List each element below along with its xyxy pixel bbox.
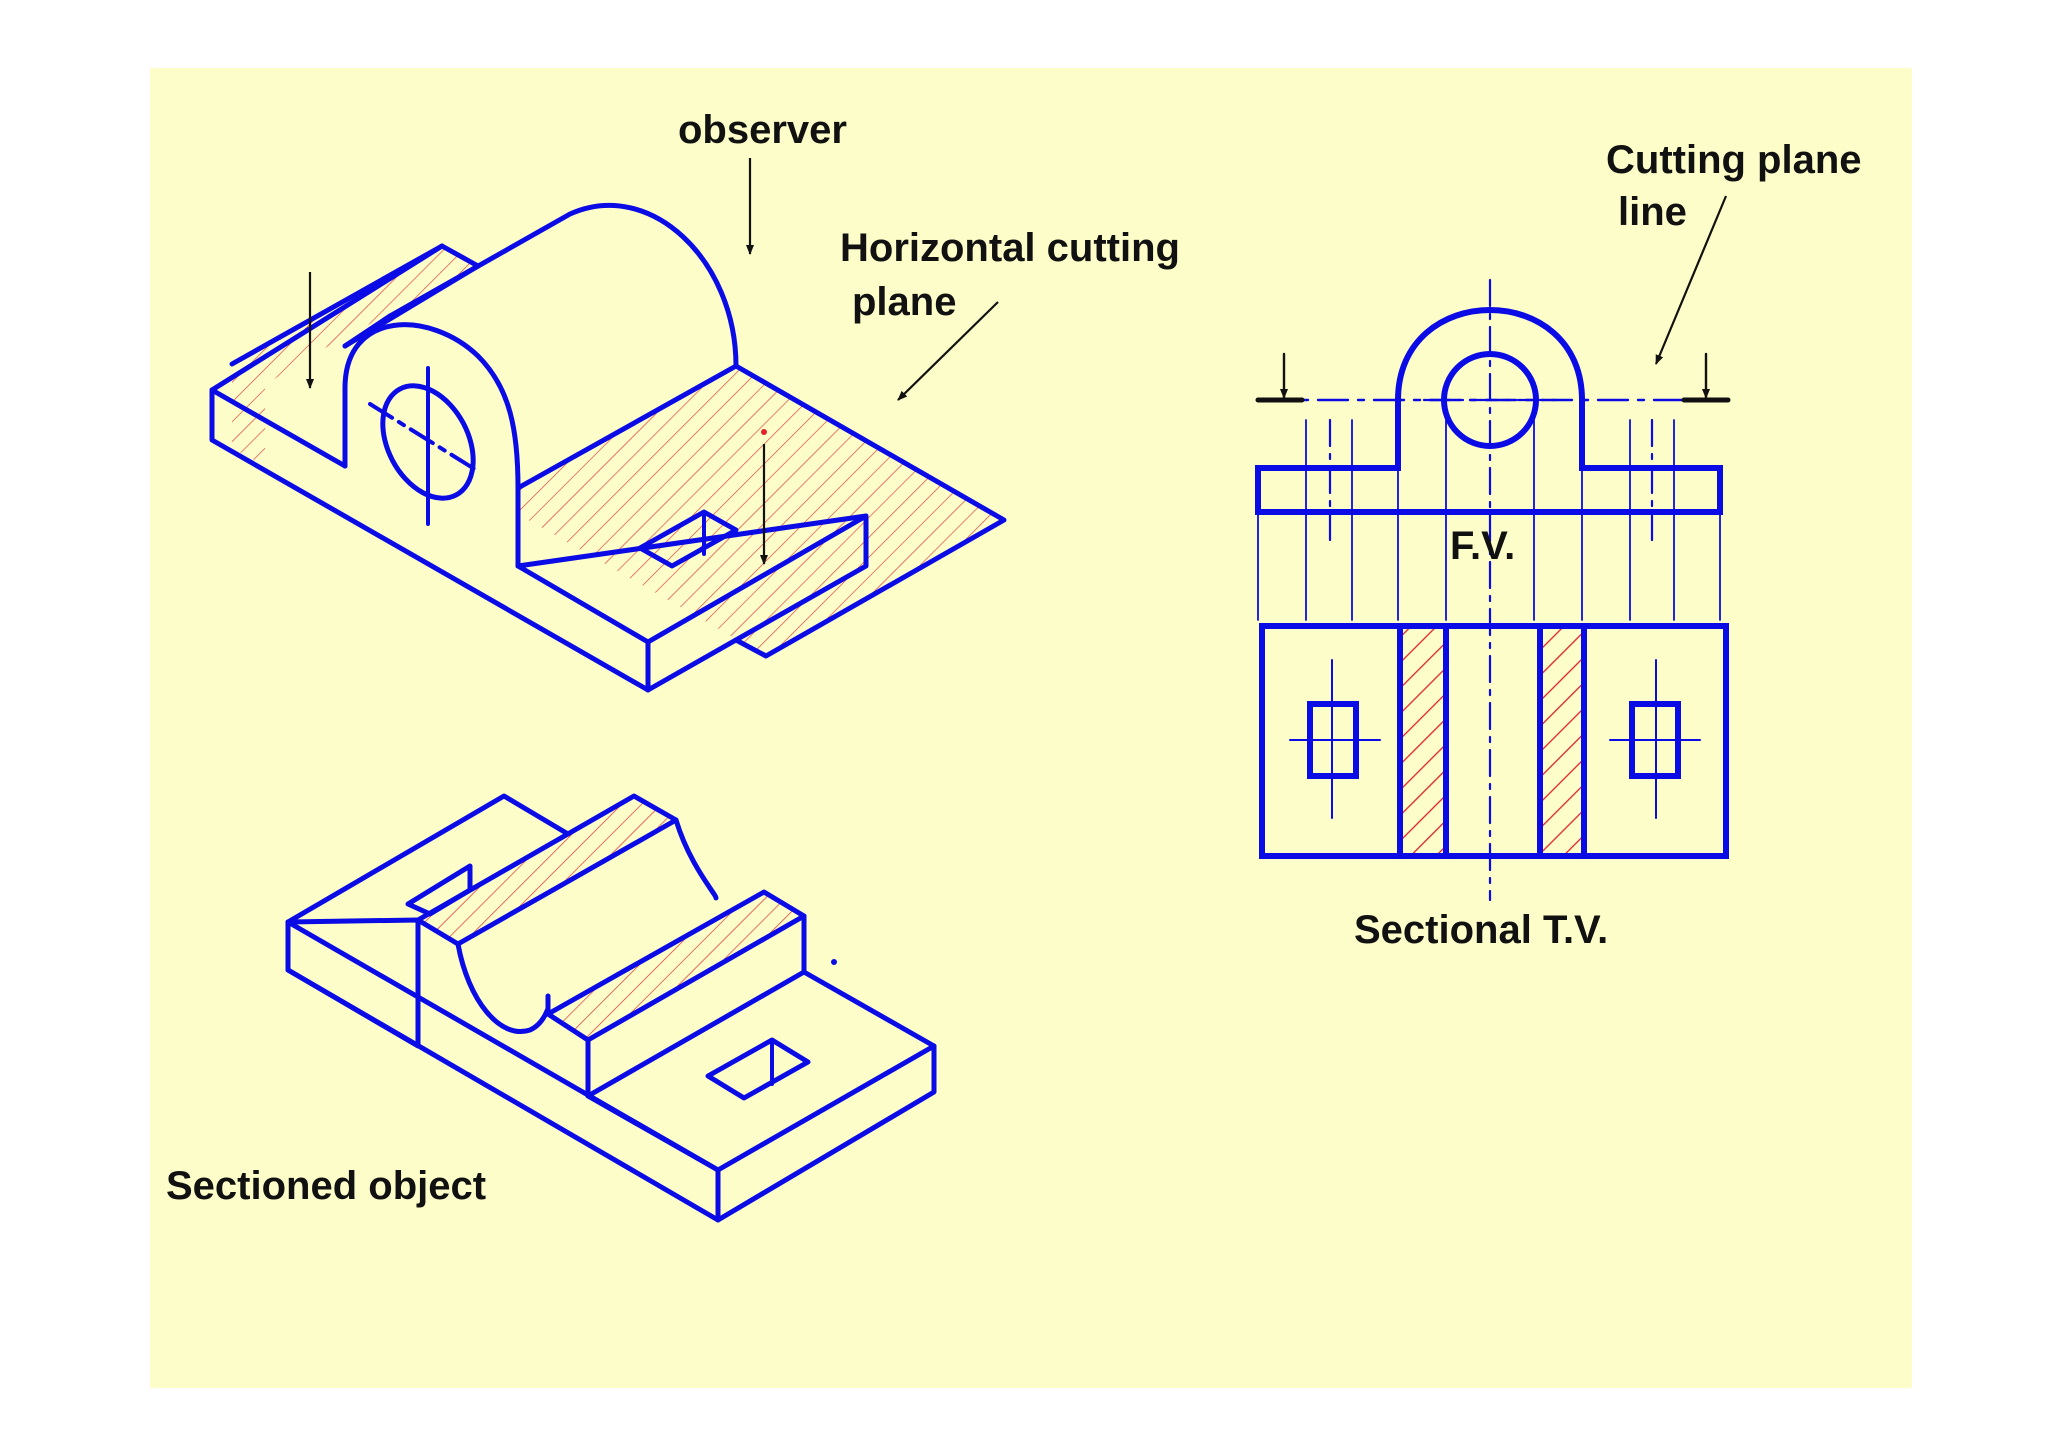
sectioned-right-slot — [705, 1037, 811, 1101]
observer-arrows — [306, 158, 1728, 565]
pillar-top-arch — [387, 202, 739, 369]
sectioned-left-plate-top — [285, 793, 571, 925]
sectioned-hatch-right — [548, 892, 804, 1040]
label-cutting-plane-line-2: line — [1618, 190, 1687, 234]
label-front-view: F.V. — [1450, 524, 1516, 568]
orthographic-views — [1255, 278, 1731, 902]
slot-center-lines — [1289, 659, 1701, 819]
blue-dot-marker — [831, 959, 837, 965]
plane-pointer-arrow — [897, 301, 999, 401]
sectioned-base-back — [801, 969, 937, 1049]
label-cutting-plane-line-1: Cutting plane — [1606, 138, 1862, 182]
label-sectioned-object: Sectioned object — [166, 1164, 487, 1208]
label-horizontal-cutting-plane-2: plane — [852, 280, 957, 324]
sectional-tv-hatch-right — [1540, 626, 1584, 856]
small-step — [229, 243, 445, 367]
sectional-tv-hatch-left — [1400, 626, 1446, 856]
sectioned-top-arch — [673, 817, 719, 901]
sectioned-left-slot — [405, 863, 473, 917]
label-horizontal-cutting-plane-1: Horizontal cutting — [840, 226, 1180, 270]
cutting-plane-line-pointer — [1654, 195, 1728, 365]
cutting-plane-right — [518, 366, 1004, 656]
sectioned-hatch-left — [418, 796, 676, 944]
sectioned-right-front — [585, 913, 807, 1099]
pillar-front-arch — [342, 322, 521, 491]
right-plate-side — [515, 513, 869, 569]
right-plate-back — [515, 363, 739, 491]
cutting-plane-left-strip — [232, 246, 478, 466]
label-observer: observer — [678, 108, 847, 152]
right-plate-slot — [637, 509, 739, 569]
sectional-tv-outline — [1259, 623, 1729, 859]
base-plate-back — [439, 243, 481, 269]
red-dot-marker — [761, 429, 767, 435]
hole-axis-dashdot — [368, 402, 478, 472]
isometric-object-with-cutting-plane — [209, 202, 1007, 693]
sectioned-semicircle — [455, 941, 551, 1034]
projection-lines — [1257, 399, 1721, 621]
hole-ellipse — [380, 383, 476, 501]
sectioned-object — [285, 793, 937, 1223]
sectioned-base-edge — [285, 919, 721, 1223]
pillar-left-edge — [342, 313, 393, 349]
plane-outline — [733, 363, 1007, 659]
label-sectional-top-view: Sectional T.V. — [1354, 908, 1609, 952]
base-plate-edge — [209, 387, 651, 693]
